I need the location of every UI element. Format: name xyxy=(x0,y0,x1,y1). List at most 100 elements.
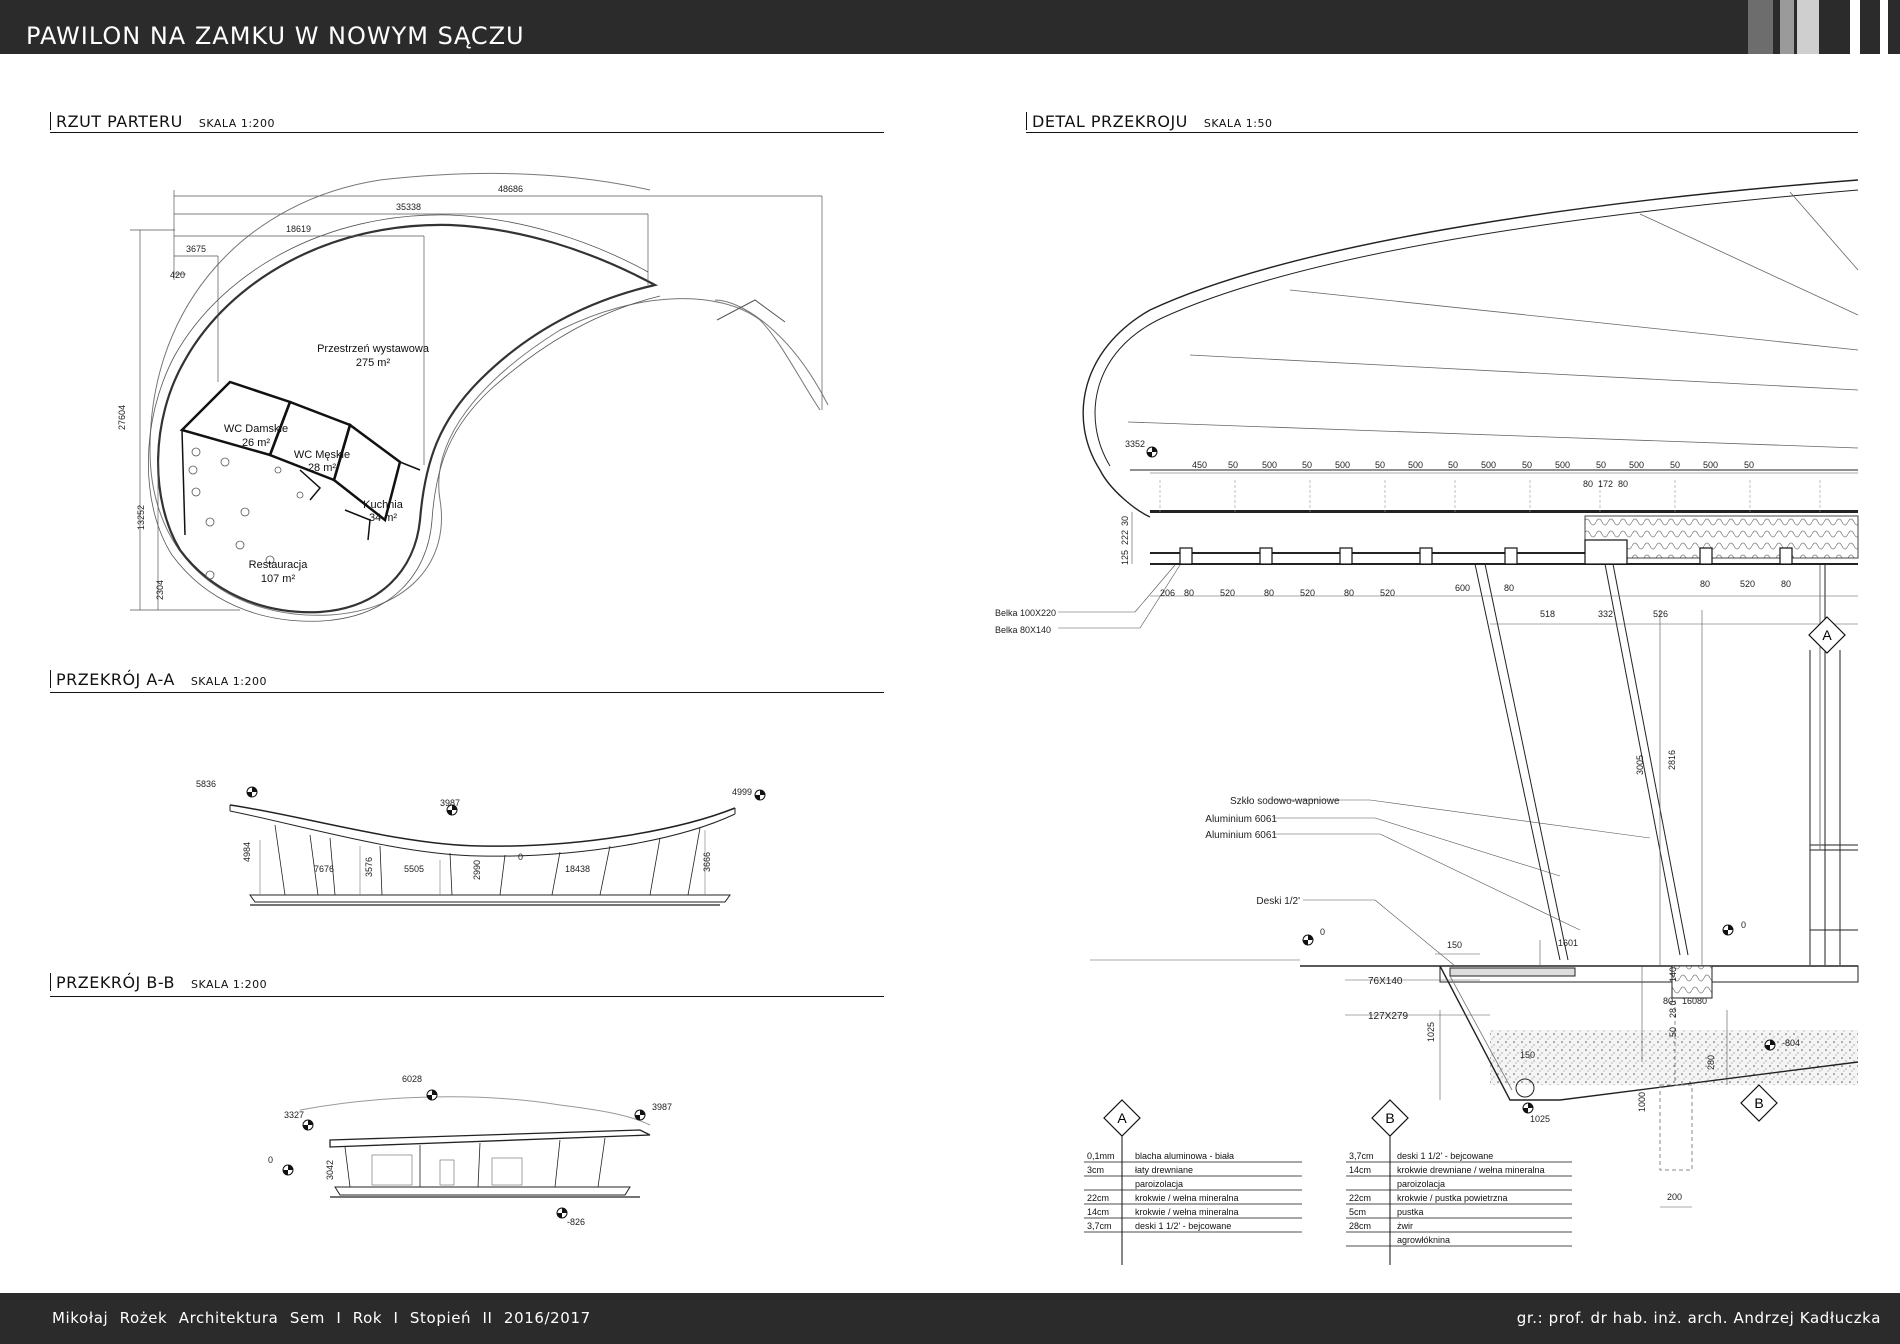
detail-top-dim: 50 xyxy=(1375,460,1385,470)
detail-dim-160: 160 xyxy=(1682,996,1697,1006)
aa-dim-7676: 7676 xyxy=(314,864,334,874)
aa-dim-18438: 18438 xyxy=(565,864,590,874)
detail-beam-dim: 80 xyxy=(1781,579,1791,589)
detail-dim-50: 50 xyxy=(1668,1027,1678,1037)
detail-mid-dim: 332 xyxy=(1598,609,1613,619)
detail-leader-lines xyxy=(1058,564,1651,1016)
detail-dim-1025-vert: 1025 xyxy=(1426,1022,1436,1042)
stripe-1 xyxy=(1748,0,1773,54)
label-boards: Deski 1/2' xyxy=(1256,896,1300,907)
label-aluminium-1: Aluminium 6061 xyxy=(1205,814,1277,825)
detail-level-ground-left: 0 xyxy=(1320,927,1325,937)
detail-beam-dim: 600 xyxy=(1455,583,1470,593)
legend-a-marker: A xyxy=(1117,1110,1127,1126)
detail-top-dim: 500 xyxy=(1481,460,1496,470)
detail-beam-dim: 520 xyxy=(1300,588,1315,598)
room-kitchen-name: Kuchnia xyxy=(363,499,404,511)
bb-level-0: 0 xyxy=(268,1155,273,1165)
detail-dim-280: 280 xyxy=(1706,1055,1716,1070)
layer-description: paroizolacja xyxy=(1397,1179,1445,1189)
detail-top-dim: 50 xyxy=(1522,460,1532,470)
detail-vert-dim: 3005 xyxy=(1635,755,1645,775)
stripe-2 xyxy=(1780,0,1794,54)
section-rule xyxy=(50,996,884,997)
layer-thickness: 14cm xyxy=(1349,1165,1371,1175)
section-aa-drawing xyxy=(229,804,736,906)
room-restaurant-area: 107 m² xyxy=(261,573,296,585)
layer-thickness: 3,7cm xyxy=(1087,1221,1112,1231)
plan-dim-27604: 27604 xyxy=(117,405,127,430)
detail-top-dim: 50 xyxy=(1228,460,1238,470)
footer-author-info: Mikołaj Rożek Architektura Sem I Rok I S… xyxy=(52,1309,591,1327)
detail-beam-dim: 80 xyxy=(1264,588,1274,598)
section-rule xyxy=(50,132,884,133)
aa-level-4999: 4999 xyxy=(732,787,752,797)
layer-thickness: 22cm xyxy=(1087,1193,1109,1203)
detail-dim-1601: 1601 xyxy=(1558,938,1578,948)
layer-legend-b-text: 3,7cm deski 1 1/2' - bejcowane 14cm krok… xyxy=(1349,1151,1545,1245)
detail-beam-dim: 520 xyxy=(1380,588,1395,598)
detail-top-dim: 500 xyxy=(1335,460,1350,470)
detail-dim-140: 140 xyxy=(1668,967,1678,982)
layer-thickness: 14cm xyxy=(1087,1207,1109,1217)
detail-top-dim: 500 xyxy=(1629,460,1644,470)
layer-thickness: 3cm xyxy=(1087,1165,1104,1175)
detail-mid-dim: 526 xyxy=(1653,609,1668,619)
aa-level-5836: 5836 xyxy=(196,779,216,789)
section-tick xyxy=(50,670,51,688)
layer-description: pustka xyxy=(1397,1207,1424,1217)
section-rule xyxy=(1026,132,1858,133)
detail-left-vdim: 125 xyxy=(1120,550,1130,565)
layer-legend-a-text: 0,1mm blacha aluminowa - biała 3cm łaty … xyxy=(1087,1151,1239,1231)
room-wc-men-area: 28 m² xyxy=(308,462,336,474)
detail-beam-dim: 80 xyxy=(1344,588,1354,598)
detail-dim-150: 150 xyxy=(1447,940,1462,950)
page-title: PAWILON NA ZAMKU W NOWYM SĄCZU xyxy=(26,22,525,50)
section-marker-a: A xyxy=(1808,616,1846,654)
room-wc-women-area: 26 m² xyxy=(242,437,270,449)
detail-scale: SKALA 1:50 xyxy=(1203,117,1273,130)
label-section-127x279: 127X279 xyxy=(1368,1011,1408,1022)
section-bb-level-markers xyxy=(282,1089,646,1219)
plan-dim-13252: 13252 xyxy=(136,505,146,530)
detail-dim-150-circle: 150 xyxy=(1520,1050,1535,1060)
section-aa-labels: 5836 3987 4999 0 4984 7676 3576 5505 299… xyxy=(196,779,752,880)
layer-description: krokwie / wełna mineralna xyxy=(1135,1193,1239,1203)
aa-level-3987: 3987 xyxy=(440,798,460,808)
layer-description: deski 1 1/2' - bejcowane xyxy=(1135,1221,1231,1231)
detail-beam-dim: 80 xyxy=(1700,579,1710,589)
layer-description: łaty drewniane xyxy=(1135,1165,1193,1175)
room-restaurant-name: Restauracja xyxy=(249,559,309,571)
section-aa-level-markers xyxy=(246,786,766,816)
section-bb-labels: 6028 3327 3987 0 -826 3042 xyxy=(268,1074,672,1227)
plan-dim-35338: 35338 xyxy=(396,202,421,212)
aa-dim-5505: 5505 xyxy=(404,864,424,874)
footer-supervisor: gr.: prof. dr hab. inż. arch. Andrzej Ka… xyxy=(1516,1309,1881,1327)
detail-small-dim: 80 xyxy=(1618,479,1628,489)
plan-dim-3675: 3675 xyxy=(186,244,206,254)
layer-thickness: 0,1mm xyxy=(1087,1151,1115,1161)
label-beam-100x220: Belka 100X220 xyxy=(995,608,1056,618)
section-marker-b: B xyxy=(1740,1084,1778,1122)
room-wc-women-name: WC Damskie xyxy=(224,423,288,435)
plan-dim-420: 420 xyxy=(170,270,185,280)
detail-labels: 3352 0 0 -804 450 50 500 50 500 50 500 5… xyxy=(995,439,1800,1202)
detail-top-dim: 50 xyxy=(1448,460,1458,470)
detail-dim-200: 200 xyxy=(1667,1192,1682,1202)
plan-dimension-labels: 48686 35338 18619 3675 420 27604 13252 2… xyxy=(117,184,523,600)
detail-beam-dim: 206 xyxy=(1160,588,1175,598)
detail-small-dim: 80 xyxy=(1583,479,1593,489)
ground-floor-plan xyxy=(130,172,829,622)
detail-top-dim: 450 xyxy=(1192,460,1207,470)
plan-dim-2304: 2304 xyxy=(155,580,165,600)
detail-beam-dim: 80 xyxy=(1184,588,1194,598)
detail-top-dim: 500 xyxy=(1703,460,1718,470)
room-exhibition-name: Przestrzeń wystawowa xyxy=(317,343,430,355)
bb-level-minus-826: -826 xyxy=(567,1217,585,1227)
detail-left-vdim: 30 xyxy=(1120,516,1130,526)
plan-scale: SKALA 1:200 xyxy=(198,117,276,130)
detail-beam-dim: 520 xyxy=(1740,579,1755,589)
